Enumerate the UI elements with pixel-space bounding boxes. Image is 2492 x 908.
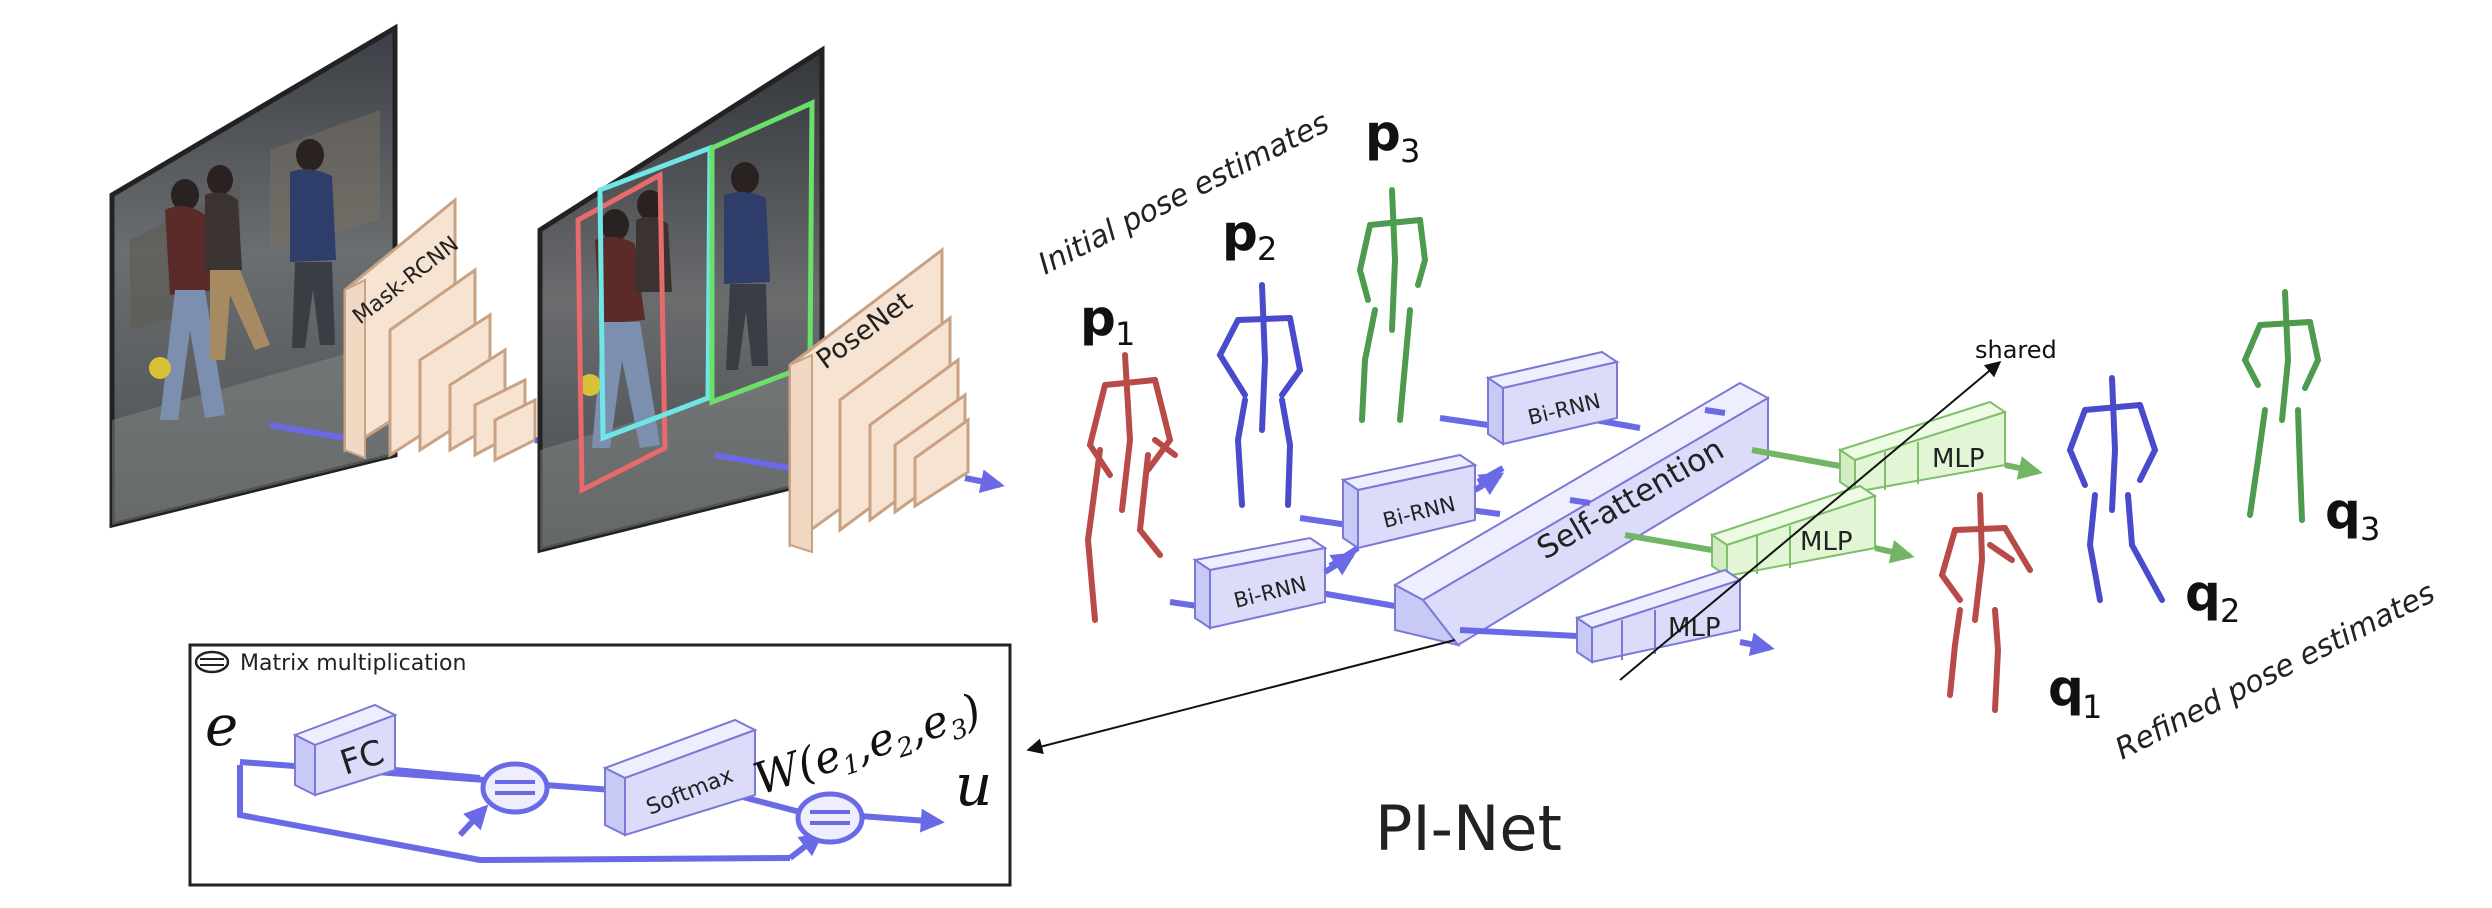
svg-text:p: p xyxy=(1222,204,1258,262)
inset-legend-label: Matrix multiplication xyxy=(240,651,466,676)
bi-rnn-block-2: Bi-RNN xyxy=(1340,453,1478,550)
svg-text:2: 2 xyxy=(2220,592,2240,630)
bbox-red xyxy=(575,170,668,495)
mlp-block-middle: MLP xyxy=(1709,484,1878,578)
svg-text:q: q xyxy=(2325,482,2361,540)
pose-label-p1: p 1 xyxy=(1080,289,1135,353)
bi-rnn-block-1: Bi-RNN xyxy=(1192,536,1328,630)
input-frame xyxy=(109,23,398,529)
pose-label-p2: p 2 xyxy=(1222,204,1277,268)
svg-text:2: 2 xyxy=(1257,230,1277,268)
pose-q3 xyxy=(2241,289,2322,523)
matrix-multiplication-icon xyxy=(194,650,230,674)
multiply-node-1 xyxy=(480,761,550,815)
svg-text:1: 1 xyxy=(2082,688,2102,726)
svg-text:q: q xyxy=(2048,659,2084,717)
svg-text:3: 3 xyxy=(1400,132,1420,170)
pose-label-q2: q 2 xyxy=(2185,564,2240,630)
pose-q1 xyxy=(1938,492,2033,713)
initial-pose-label: Initial pose estimates xyxy=(1033,105,1335,282)
shared-label: shared xyxy=(1975,336,2057,364)
refined-pose-label: Refined pose estimates xyxy=(2110,575,2441,767)
diagram-title: PI-Net xyxy=(1375,792,1562,865)
bi-rnn-connectors xyxy=(1323,465,1505,576)
softmax-block: Softmax xyxy=(602,718,758,837)
frame2-arrow xyxy=(714,452,801,473)
frame1-arrow xyxy=(269,422,346,441)
pose-label-q1: q 1 xyxy=(2048,659,2102,726)
inset-output-u: u xyxy=(955,751,992,819)
attention-detail-inset: Matrix multiplication e FC xyxy=(188,643,1012,887)
svg-text:p: p xyxy=(1080,289,1116,347)
attention-to-inset-arrow xyxy=(1026,639,1456,755)
multiply-node-2 xyxy=(795,791,865,845)
svg-text:p: p xyxy=(1365,104,1401,162)
svg-text:1: 1 xyxy=(1115,315,1135,353)
bi-rnn-block-3: Bi-RNN xyxy=(1485,350,1620,446)
pose-label-p3: p 3 xyxy=(1365,104,1420,170)
bbox-cyan xyxy=(597,144,713,442)
svg-text:MLP: MLP xyxy=(1932,444,1985,474)
fc-block: FC xyxy=(292,703,398,797)
mlp-output-arrows xyxy=(1739,456,2043,657)
mlp-block-bottom: MLP xyxy=(1574,568,1743,664)
posenet-arrow xyxy=(964,469,1005,494)
pose-p2 xyxy=(1216,282,1304,508)
svg-text:MLP: MLP xyxy=(1800,527,1853,557)
pose-q2 xyxy=(2066,375,2165,603)
svg-text:q: q xyxy=(2185,564,2221,622)
svg-text:3: 3 xyxy=(2360,510,2380,548)
detection-frame xyxy=(537,45,825,554)
attention-to-mlp-lines xyxy=(1459,407,1841,639)
pose-label-q3: q 3 xyxy=(2325,482,2380,548)
pose-p1 xyxy=(1084,352,1178,623)
pose-p3 xyxy=(1356,187,1429,423)
inset-input-e: e xyxy=(205,694,238,759)
shared-arrow xyxy=(1619,360,2002,681)
people-silhouettes xyxy=(149,139,336,420)
mlp-block-top: MLP xyxy=(1837,400,2008,494)
